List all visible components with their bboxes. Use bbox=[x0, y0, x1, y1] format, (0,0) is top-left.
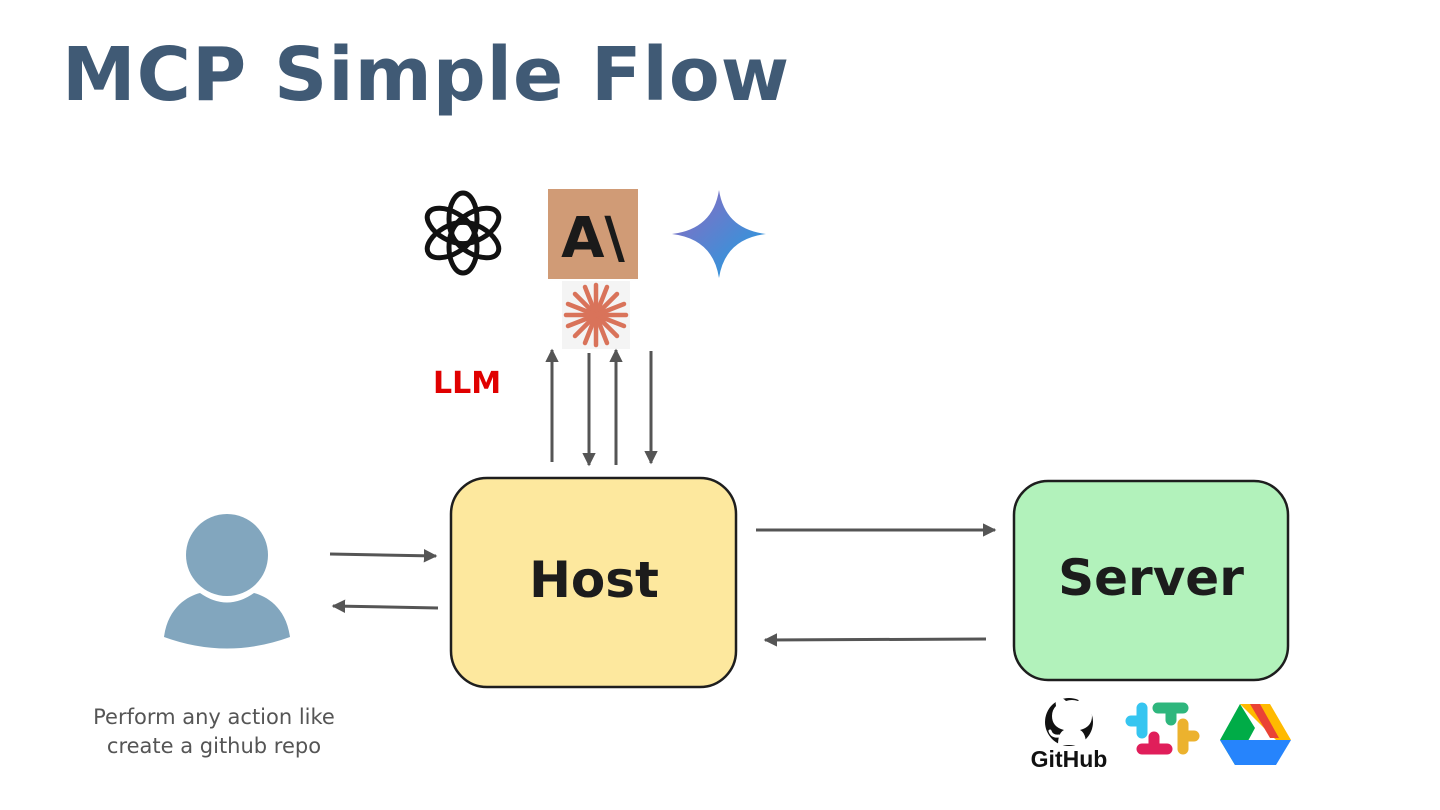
host-box: Host bbox=[449, 476, 738, 689]
anthropic-logo-icon: A\ bbox=[548, 189, 638, 279]
claude-logo-icon bbox=[562, 281, 630, 349]
gemini-logo-icon bbox=[672, 190, 766, 278]
server-label: Server bbox=[1058, 549, 1244, 607]
user-icon bbox=[164, 514, 290, 649]
google-drive-logo-icon bbox=[1220, 704, 1291, 765]
user-to-host-arrow bbox=[329, 549, 438, 563]
llm-label: LLM bbox=[433, 366, 501, 401]
user-caption-line-1: Perform any action like bbox=[93, 705, 335, 729]
anthropic-logo-text: A\ bbox=[561, 206, 625, 271]
github-logo-icon: GitHub bbox=[1031, 697, 1108, 772]
github-logo-text: GitHub bbox=[1031, 746, 1108, 772]
openai-logo-icon bbox=[424, 190, 502, 276]
user-caption-line-2: create a github repo bbox=[107, 734, 321, 758]
server-box: Server bbox=[1012, 479, 1290, 682]
host-label: Host bbox=[529, 551, 659, 609]
slack-logo-icon bbox=[1125, 702, 1200, 755]
server-to-host-arrow bbox=[763, 633, 987, 647]
page-title: MCP Simple Flow bbox=[62, 32, 791, 118]
host-to-user-arrow bbox=[331, 599, 439, 613]
